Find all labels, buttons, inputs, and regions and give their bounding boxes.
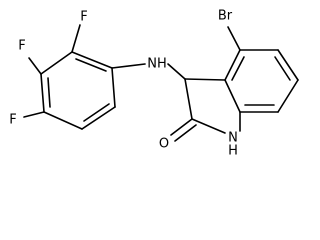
bond-c5-c6-double [47, 77, 51, 108]
bond-c2-o-a [170, 118, 193, 136]
bond-c3a-c4 [224, 49, 241, 81]
bond-c1-c2 [71, 51, 113, 69]
benzo-ring [224, 49, 299, 113]
bond-c5-c6-double [274, 56, 291, 81]
fluorine-label-low: F [9, 113, 16, 128]
molecule-structure: F F F NH Br O N H [9, 9, 299, 159]
bond-c3-c4-double [83, 103, 110, 122]
bond-c3-c2 [184, 78, 193, 120]
bond-c1-c2-double [75, 58, 107, 72]
bond-c5-f-low [23, 111, 45, 118]
ring-nitrogen-label: N [228, 131, 238, 146]
bond-c2-n1 [191, 118, 226, 134]
bond-c6-c1 [40, 51, 73, 75]
bond-c6-f-mid [28, 57, 42, 75]
bond-c7a-c3a [224, 79, 241, 113]
bond-c3-c3a [184, 78, 226, 81]
bond-c4-c5 [43, 111, 83, 130]
bond-c3a-c4-double [231, 56, 245, 81]
oxygen-label: O [159, 137, 169, 152]
bond-c3-c4 [81, 106, 116, 130]
bond-c2-c3 [111, 67, 116, 108]
bond-c6-c7 [277, 79, 299, 113]
trifluorophenyl-ring [40, 51, 116, 130]
bromine-label: Br [218, 9, 233, 24]
bond-nh-c3 [167, 63, 186, 80]
ring-hydrogen-label: H [228, 144, 238, 159]
bond-c1-f-top [71, 24, 81, 53]
bond-c5-c6 [277, 49, 299, 81]
bond-c5-c6 [40, 73, 45, 113]
bond-ring-nh [111, 63, 146, 69]
lactam-ring [184, 78, 241, 134]
fluorine-label-mid: F [18, 39, 25, 54]
bond-c2-o-b [174, 124, 197, 142]
bond-c4-br [227, 26, 241, 51]
fluorine-label-top: F [80, 10, 87, 25]
amine-nh-label: NH [147, 57, 167, 72]
